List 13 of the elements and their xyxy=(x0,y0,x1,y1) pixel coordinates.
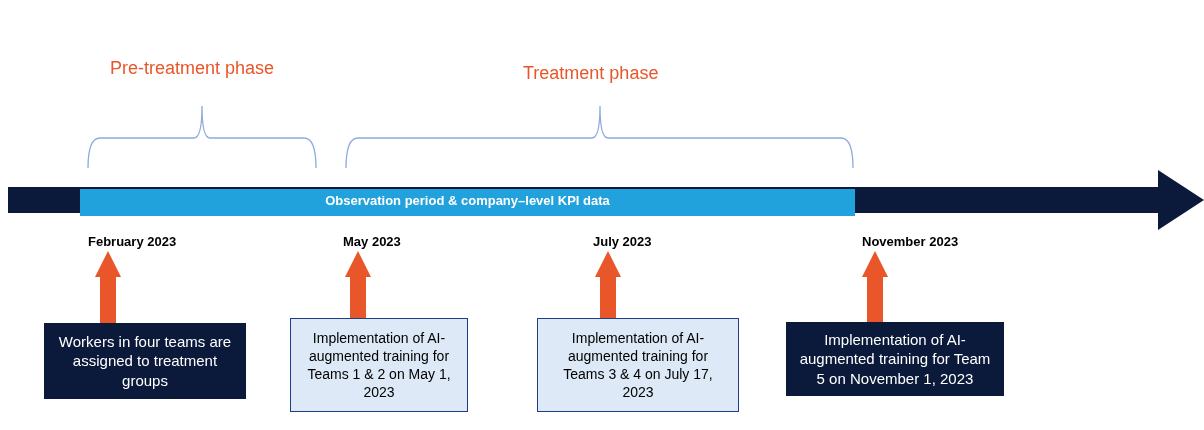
event-box: Workers in four teams are assigned to treatment groups xyxy=(44,323,246,399)
date-label: July 2023 xyxy=(593,234,652,249)
date-label: May 2023 xyxy=(343,234,401,249)
event-box: Implementation of AI-augmented training for Team 5 on November 1, 2023 xyxy=(786,322,1004,396)
up-arrow xyxy=(862,251,888,322)
event-box: Implementation of AI-augmented training for Teams 1 & 2 on May 1, 2023 xyxy=(290,318,468,412)
date-label: November 2023 xyxy=(862,234,959,249)
event-box: Implementation of AI-augmented training for Teams 3 & 4 on July 17, 2023 xyxy=(537,318,739,412)
phase-label: Pre-treatment phase xyxy=(110,58,275,79)
phase-label: Treatment phase xyxy=(523,63,659,84)
up-arrow xyxy=(345,251,371,318)
date-label: February 2023 xyxy=(88,234,177,249)
up-arrow xyxy=(95,251,121,323)
